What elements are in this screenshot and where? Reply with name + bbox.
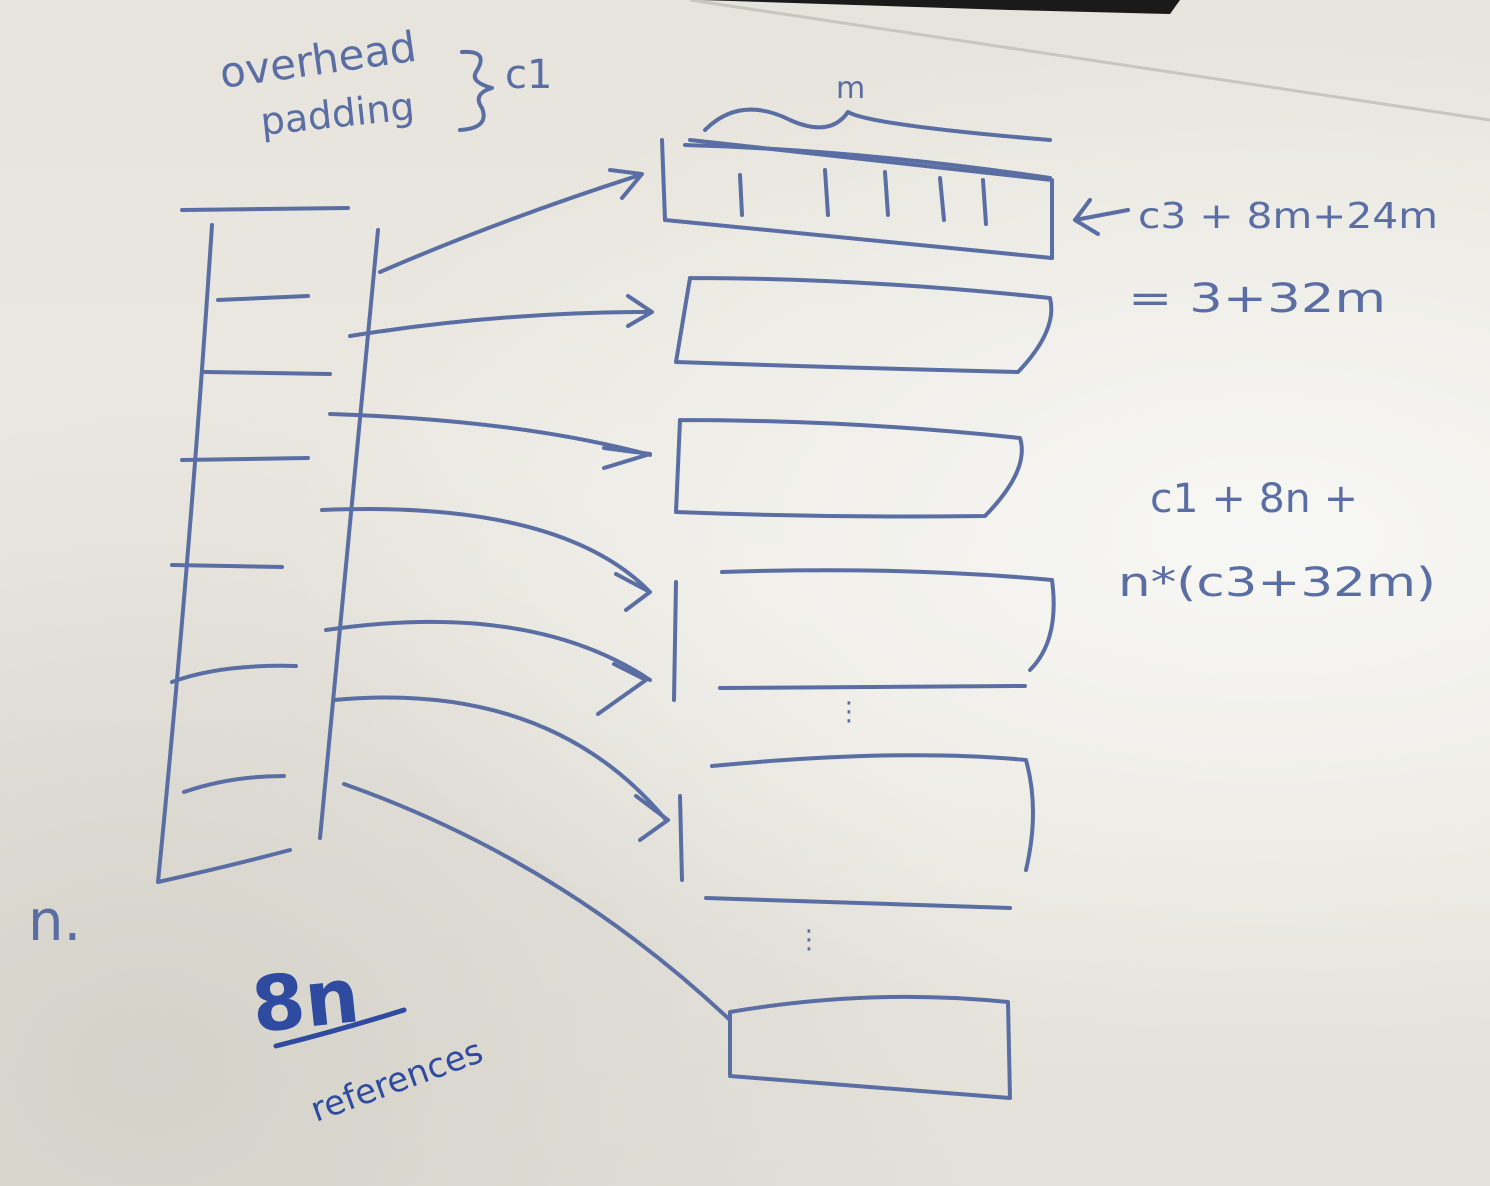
row-box-1 — [660, 138, 1054, 260]
references-label: references — [305, 1031, 488, 1130]
n-label: n. — [28, 889, 81, 954]
dots-1: ⋮ — [836, 697, 862, 727]
board-frame-line — [689, 0, 1490, 122]
row-formula-1: c3 + 8m+24m — [1138, 196, 1438, 237]
dots-2: ⋮ — [796, 925, 822, 955]
total-formula-2: n*(c3+32m) — [1118, 560, 1436, 606]
m-brace — [703, 107, 1052, 142]
c1-label: c1 — [505, 52, 552, 98]
row-box-3 — [674, 418, 1024, 519]
pointer-arrows — [320, 168, 732, 1022]
brace-mark — [458, 49, 494, 132]
formula-arrow — [1073, 198, 1130, 236]
row-box-2 — [674, 276, 1054, 374]
refs-8n-label: 8n — [248, 950, 364, 1050]
row-box-6 — [728, 994, 1012, 1100]
m-label: m — [836, 71, 865, 106]
marker-edge — [700, 0, 1180, 14]
row-boxes: ⋮ ⋮ — [660, 138, 1056, 1100]
row-box-4 — [672, 568, 1056, 702]
row-formula-2: = 3+32m — [1128, 276, 1386, 322]
reference-array — [156, 206, 380, 884]
total-formula-1: c1 + 8n + — [1150, 476, 1358, 522]
padding-label: padding — [258, 84, 416, 144]
refs-underline — [273, 1007, 407, 1049]
row-box-5 — [678, 753, 1035, 910]
